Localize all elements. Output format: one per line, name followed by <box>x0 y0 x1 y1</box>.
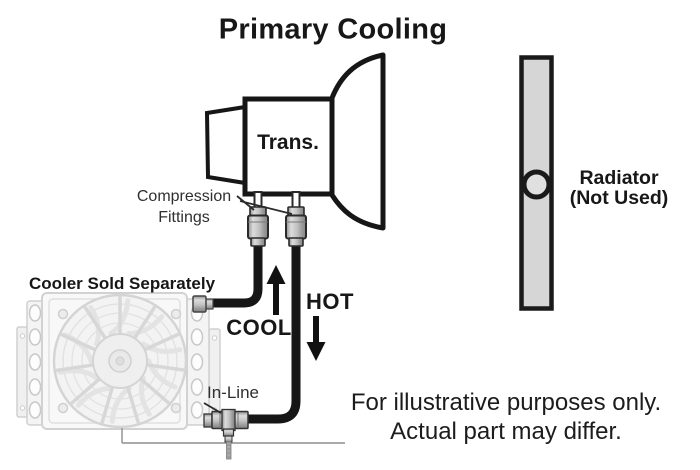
transmission-body <box>242 96 335 197</box>
shroud-screws <box>57 308 182 414</box>
bracket-hole <box>19 405 26 411</box>
fan-hub-center <box>115 356 125 366</box>
hot-hose <box>241 240 301 424</box>
flow-down-arrow-icon <box>306 316 326 361</box>
cooler-fan <box>52 293 188 429</box>
disclaimer-line1: For illustrative purposes only. <box>350 389 662 416</box>
thread-hatching <box>226 444 231 458</box>
radiator-label: Radiator (Not Used) <box>570 168 669 208</box>
compression-fittings-label-line1: Compression <box>136 188 232 205</box>
transmission-label: Trans. <box>257 131 319 154</box>
compression-pointer-right <box>239 200 293 215</box>
inline-fitting-label: In-Line <box>207 383 259 402</box>
flow-up-arrow-icon <box>266 265 286 315</box>
bell-housing <box>329 52 386 231</box>
compression-fittings-label: Compression Fittings <box>137 186 231 228</box>
left-tank-ports <box>28 304 42 419</box>
cooler-sold-separately-label: Cooler Sold Separately <box>28 274 216 293</box>
compression-fittings-label-line2: Fittings <box>158 209 210 226</box>
cool-flow-label: COOL <box>226 315 292 340</box>
inline-pointer <box>203 402 222 414</box>
inline-fitting <box>203 408 249 460</box>
diagram-title: Primary Cooling <box>218 13 448 46</box>
cooler-inlet-fitting <box>192 295 214 313</box>
disclaimer-line2: Actual part may differ. <box>390 418 622 445</box>
right-tank-ports <box>190 304 204 419</box>
disclaimer-text: For illustrative purposes only. Actual p… <box>351 388 661 446</box>
radiator-label-line2: (Not Used) <box>569 187 669 209</box>
cool-hose <box>206 240 263 308</box>
compression-fitting-right <box>285 191 307 247</box>
bracket-hole <box>19 333 26 339</box>
pointer-lines <box>203 195 293 414</box>
cooler-right-bracket <box>208 328 221 420</box>
radiator-port <box>521 169 552 200</box>
cooler-illustration <box>16 292 345 444</box>
bracket-hole <box>211 335 218 341</box>
hot-flow-label: HOT <box>306 289 354 314</box>
compression-fitting-left <box>247 191 269 247</box>
threaded-rod <box>226 441 232 460</box>
fan-blades <box>57 298 183 424</box>
fan-guard-spokes <box>54 295 186 425</box>
radiator-label-line1: Radiator <box>579 167 659 189</box>
mounting-line <box>121 428 345 444</box>
transmission-tailshaft <box>204 104 247 186</box>
